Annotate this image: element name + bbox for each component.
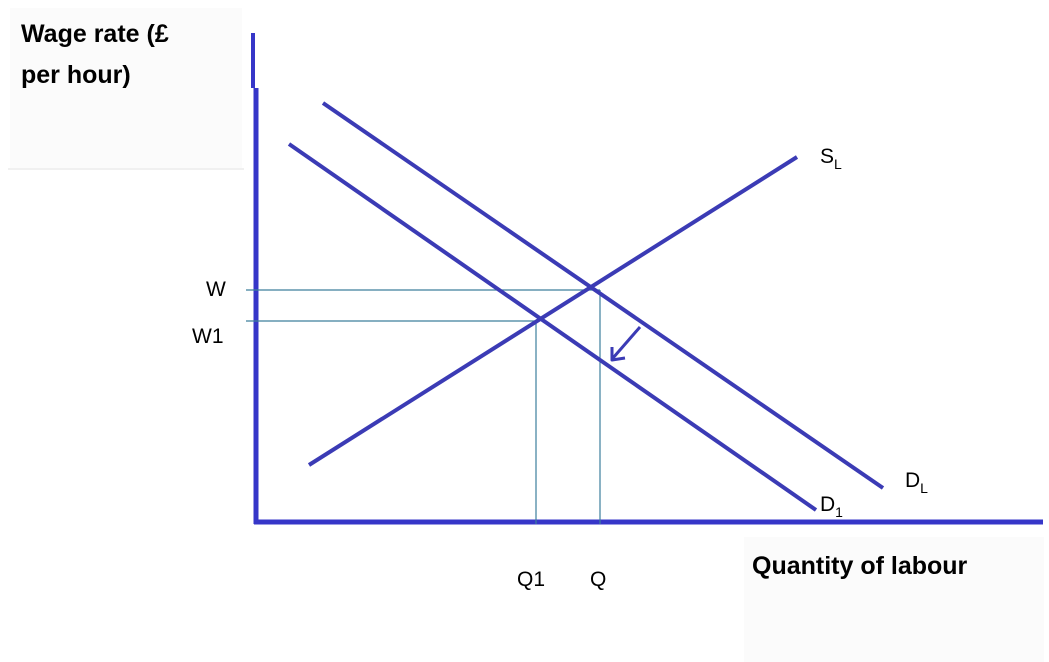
demand-new-label: D1 <box>820 493 843 520</box>
demand-original-label: DL <box>905 469 928 496</box>
wage-w1-label: W1 <box>192 325 224 348</box>
quantity-q1-label: Q1 <box>517 568 545 591</box>
y-axis-title-line1: Wage rate (£ <box>21 20 169 48</box>
supply-curve <box>307 155 799 467</box>
x-title-panel <box>744 537 1044 662</box>
demand-curve-new <box>287 142 818 512</box>
x-axis-title: Quantity of labour <box>752 552 968 580</box>
supply-label: SL <box>820 145 842 172</box>
shift-arrow-shaft <box>611 326 642 359</box>
y-axis-title-line2: per hour) <box>21 61 131 89</box>
wage-w-label: W <box>206 278 226 301</box>
demand-curve-original <box>321 101 885 490</box>
shift-arrow-icon <box>610 347 626 362</box>
y-title-panel <box>10 8 242 168</box>
quantity-q-label: Q <box>590 568 606 591</box>
